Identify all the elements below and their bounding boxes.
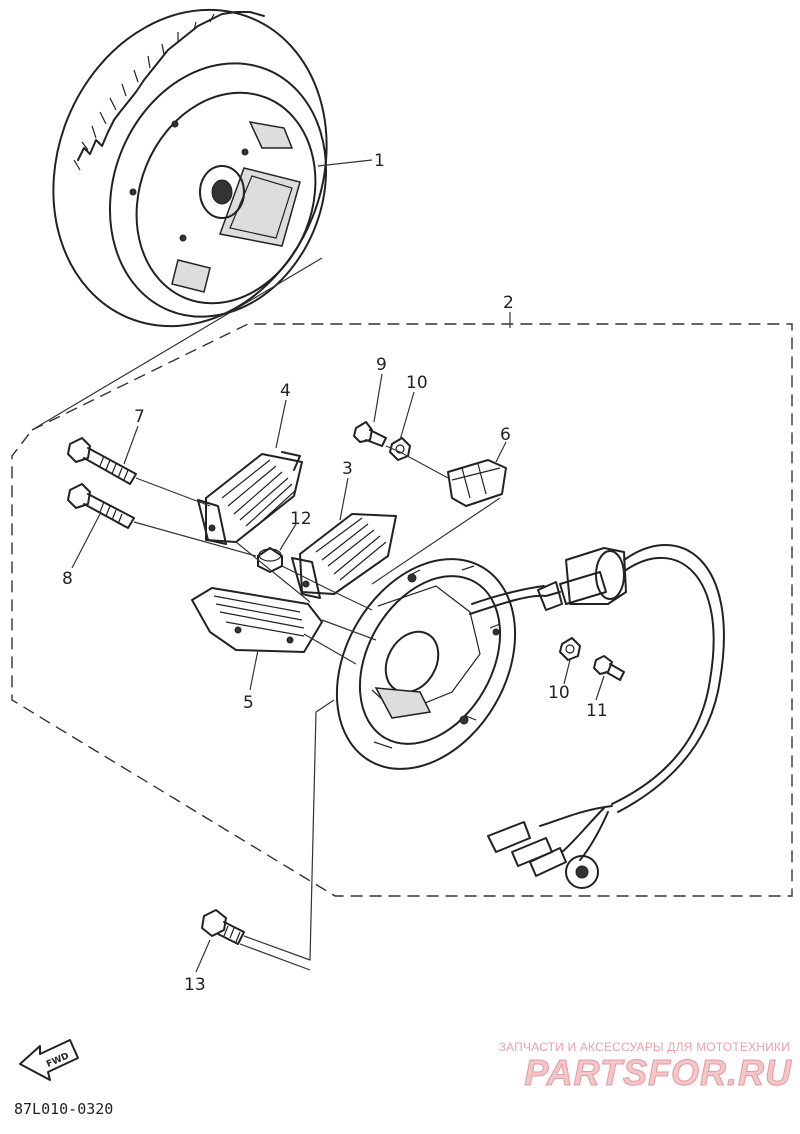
callout-leaders <box>71 159 605 973</box>
charge-coil-4 <box>197 451 303 545</box>
flywheel-rotor <box>52 8 328 328</box>
callout-6: 6 <box>500 425 511 445</box>
terminal-block-6 <box>447 459 507 507</box>
wire-harness <box>469 544 725 889</box>
collar-12 <box>257 547 283 573</box>
callout-9: 9 <box>376 355 387 375</box>
assembly-lines <box>133 445 501 971</box>
callout-7: 7 <box>134 407 145 427</box>
fwd-direction-badge: FWD <box>19 1039 79 1081</box>
callout-3: 3 <box>342 459 353 479</box>
callout-11: 11 <box>586 701 608 721</box>
watermark-brand: PARTSFOR.RU <box>524 1052 792 1094</box>
bolt-7 <box>67 437 137 485</box>
callout-4: 4 <box>280 381 291 401</box>
screw-13 <box>201 909 245 945</box>
callout-12: 12 <box>290 509 312 529</box>
callout-5: 5 <box>243 693 254 713</box>
drawing-code: 87L010-0320 <box>14 1100 114 1118</box>
screw-9 <box>353 421 387 447</box>
watermark-tagline: ЗАПЧАСТИ И АКСЕССУАРЫ ДЛЯ МОТОТЕХНИКИ <box>498 1040 790 1054</box>
assembly-boundary-2 <box>11 323 793 897</box>
rotor-to-assembly-leader <box>31 257 323 431</box>
nut-10-lower <box>559 637 581 661</box>
screw-11 <box>593 655 625 681</box>
callout-8: 8 <box>62 569 73 589</box>
bolt-8 <box>67 483 135 529</box>
pulser-coil-5 <box>191 587 323 653</box>
callout-13: 13 <box>184 975 206 995</box>
callout-10-upper: 10 <box>406 373 428 393</box>
callout-10-lower: 10 <box>548 683 570 703</box>
callout-2: 2 <box>503 293 514 313</box>
callout-labels: 1 2 3 4 5 6 7 8 9 10 10 11 12 13 <box>62 151 608 995</box>
stator-base-plate <box>335 558 517 770</box>
callout-1: 1 <box>374 151 385 171</box>
lighting-coil-3 <box>291 513 397 599</box>
